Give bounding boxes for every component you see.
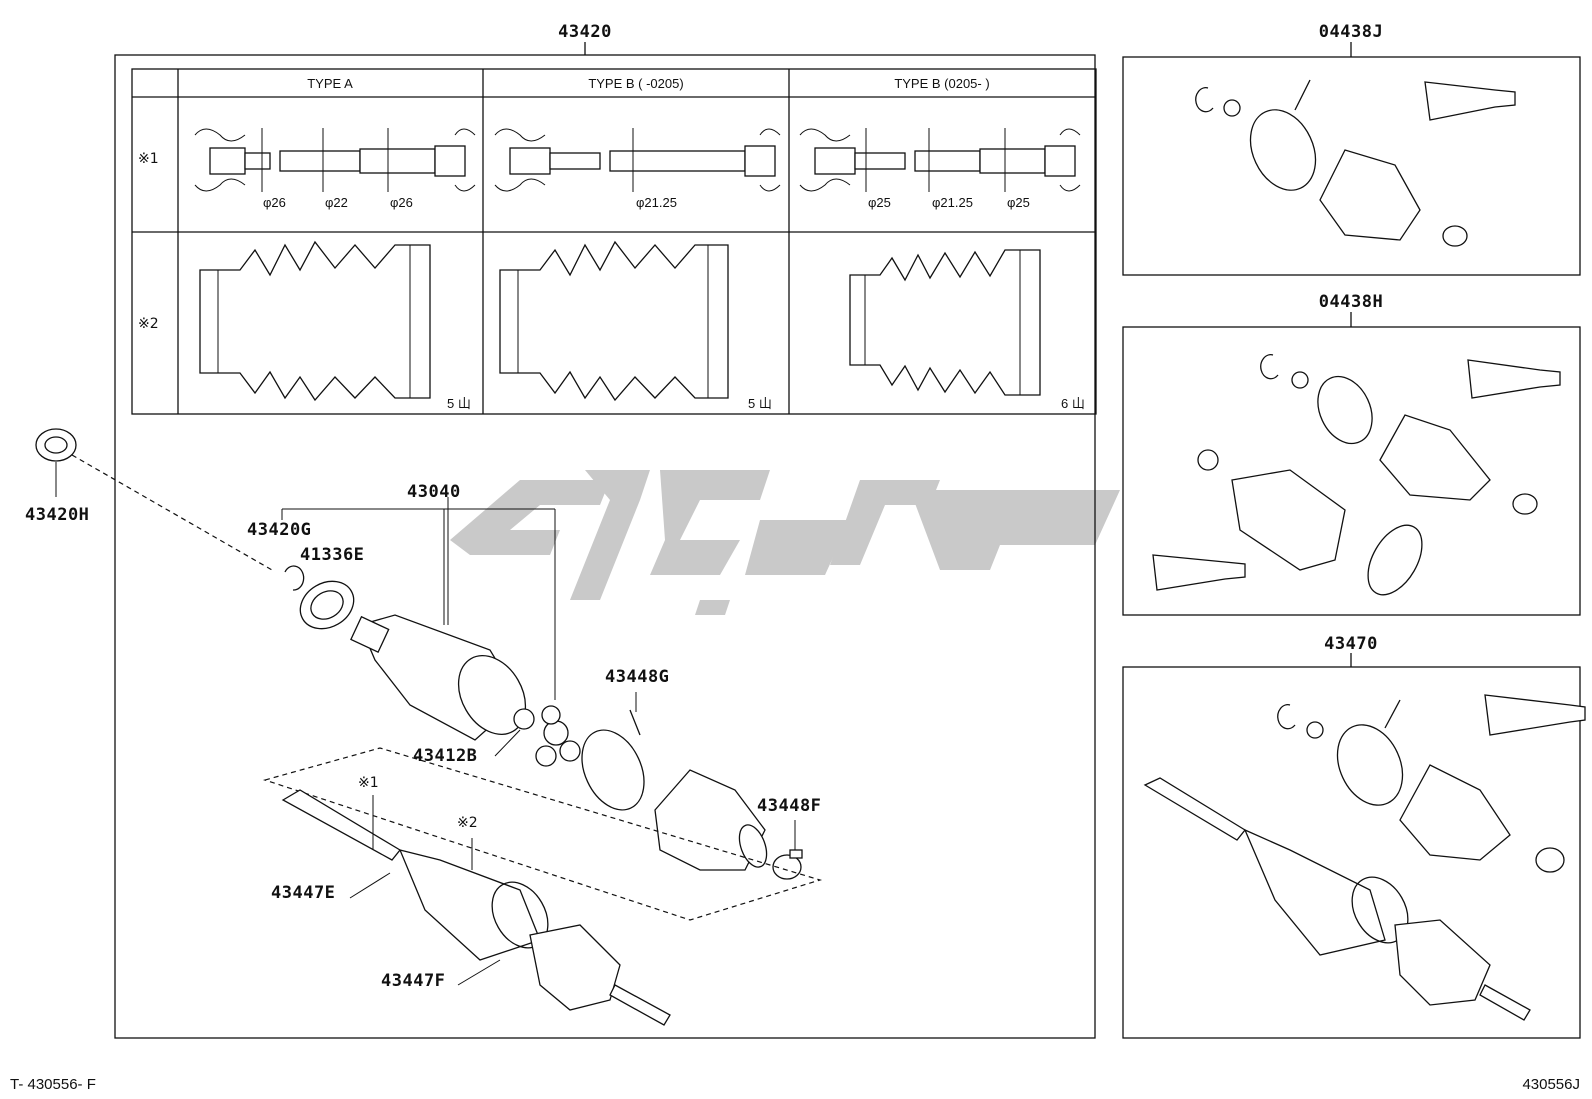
diam-b2-1: φ25 — [868, 195, 891, 210]
type-header-a: TYPE A — [307, 76, 353, 91]
clamp-43448g — [581, 709, 645, 811]
ridge-a: 5 山 — [447, 396, 471, 411]
kit-outline — [262, 747, 823, 921]
outer-joint-43040 — [350, 614, 527, 741]
type-header-b2: TYPE B (0205- ) — [894, 76, 990, 91]
diam-a-3: φ26 — [390, 195, 413, 210]
assembly-right-parts — [1143, 694, 1586, 1021]
label-snap-ring[interactable]: 43420G — [247, 520, 312, 540]
row-mark-2: ※2 — [138, 316, 159, 332]
label-kit-j[interactable]: 04438J — [1318, 22, 1384, 42]
bearing-43420h — [35, 428, 77, 497]
label-bearing[interactable]: 43420H — [25, 505, 90, 525]
diam-a-1: φ26 — [263, 195, 286, 210]
ridge-b2: 6 山 — [1061, 396, 1085, 411]
boot-type-b2 — [849, 249, 1041, 396]
drive-shaft-assembly — [281, 789, 671, 1026]
kit-j-parts — [1195, 79, 1516, 247]
clamp-43448f — [772, 849, 803, 880]
footer-left-code: T- 430556- F — [10, 1076, 96, 1093]
diam-b2-2: φ21.25 — [932, 195, 973, 210]
bearing-leader — [71, 454, 273, 571]
row-mark-1: ※1 — [138, 151, 159, 167]
shaft-type-b1 — [494, 128, 781, 192]
label-kit-h[interactable]: 04438H — [1318, 292, 1384, 312]
label-boot[interactable]: 43447F — [381, 971, 446, 991]
label-seal[interactable]: 41336E — [300, 545, 365, 565]
label-main-assembly[interactable]: 43420 — [558, 22, 612, 42]
boot-43447f-exploded — [654, 769, 768, 871]
diam-b1-1: φ21.25 — [636, 195, 677, 210]
label-joint[interactable]: 43040 — [407, 482, 461, 502]
label-clamp-g[interactable]: 43448G — [605, 667, 670, 687]
shaft-type-a — [194, 128, 476, 192]
tripod-43412b — [535, 705, 581, 767]
joint-bracket — [281, 497, 556, 700]
shaft-type-b2 — [799, 128, 1081, 192]
type-table — [131, 68, 1097, 415]
kit-h-parts — [1152, 354, 1561, 596]
label-tripod[interactable]: 43412B — [413, 746, 478, 766]
type-header-b1: TYPE B ( -0205) — [588, 76, 684, 91]
bearing-ball — [513, 708, 535, 730]
ridge-b1: 5 山 — [748, 396, 772, 411]
snap-ring — [284, 565, 305, 591]
diam-a-2: φ22 — [325, 195, 348, 210]
label-clamp-f[interactable]: 43448F — [757, 796, 822, 816]
label-assembly-right[interactable]: 43470 — [1324, 634, 1378, 654]
boot-type-b1 — [499, 240, 729, 402]
callout-mark-1: ※1 — [358, 775, 379, 791]
watermark-logo — [450, 470, 1120, 615]
main-frame — [114, 54, 1096, 1039]
footer-right-code: 430556J — [1522, 1076, 1580, 1093]
callout-mark-2: ※2 — [457, 815, 478, 831]
label-shaft[interactable]: 43447E — [271, 883, 336, 903]
boot-type-a — [199, 240, 431, 402]
diam-b2-3: φ25 — [1007, 195, 1030, 210]
seal-41336e — [299, 580, 355, 630]
